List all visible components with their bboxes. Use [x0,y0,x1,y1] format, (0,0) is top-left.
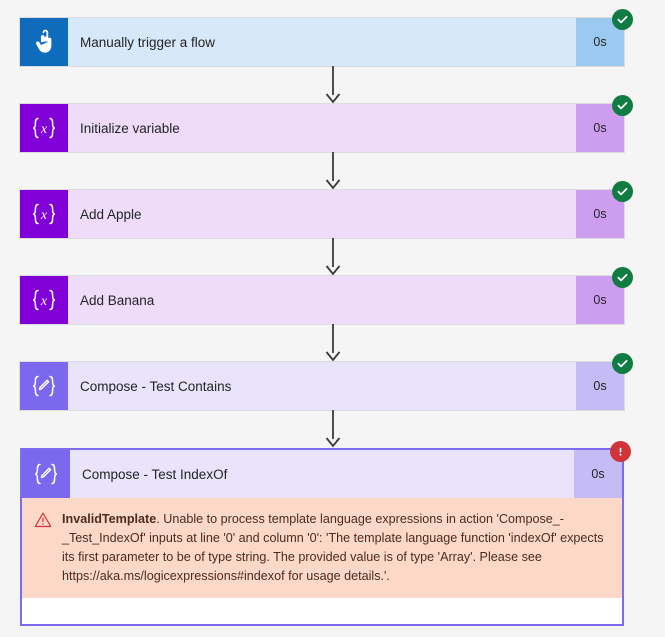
node-title: Manually trigger a flow [68,18,576,66]
error-code: InvalidTemplate [62,512,157,526]
status-badge-success [612,353,633,374]
node-row[interactable]: x Add Banana 0s [20,267,633,324]
svg-text:x: x [40,208,48,223]
node-title: Compose - Test IndexOf [70,450,574,498]
flow-node-initialize-variable[interactable]: x Initialize variable 0s [20,95,633,152]
warning-triangle-icon [34,511,54,529]
node-title: Add Banana [68,276,576,324]
flow-node-manually-trigger-a-flow[interactable]: Manually trigger a flow 0s [20,9,633,66]
compose-braces-pencil-icon [22,450,70,498]
error-detail: . Unable to process template language ex… [62,512,604,583]
node-title: Initialize variable [68,104,576,152]
node-title: Add Apple [68,190,576,238]
status-badge-success [612,181,633,202]
flow-node-add-banana[interactable]: x Add Banana 0s [20,267,633,324]
node-row[interactable]: x Initialize variable 0s [20,95,633,152]
error-card-footer [22,598,622,624]
node-row[interactable]: Compose - Test IndexOf 0s [22,441,631,498]
variable-braces-x-icon: x [20,190,68,238]
tap-hand-icon [20,18,68,66]
node-title: Compose - Test Contains [68,362,576,410]
connector-arrow [0,152,665,190]
connector-arrow [0,66,665,104]
connector-arrow [0,324,665,362]
status-badge-success [612,9,633,30]
variable-braces-x-icon: x [20,276,68,324]
status-badge-success [612,267,633,288]
svg-text:x: x [40,294,48,309]
flow-node-compose-test-contains[interactable]: Compose - Test Contains 0s [20,353,633,410]
svg-text:x: x [40,122,48,137]
node-row[interactable]: x Add Apple 0s [20,181,633,238]
error-message-panel: InvalidTemplate. Unable to process templ… [22,498,622,598]
status-badge-success [612,95,633,116]
node-row[interactable]: Manually trigger a flow 0s [20,9,633,66]
variable-braces-x-icon: x [20,104,68,152]
flow-node-compose-test-indexof[interactable]: Compose - Test IndexOf 0s InvalidTemplat… [20,441,631,626]
connector-arrow [0,238,665,276]
error-message-text: InvalidTemplate. Unable to process templ… [62,510,608,586]
compose-braces-pencil-icon [20,362,68,410]
flow-node-add-apple[interactable]: x Add Apple 0s [20,181,633,238]
node-row[interactable]: Compose - Test Contains 0s [20,353,633,410]
connector-arrow [0,410,665,448]
status-badge-failed [610,441,631,462]
